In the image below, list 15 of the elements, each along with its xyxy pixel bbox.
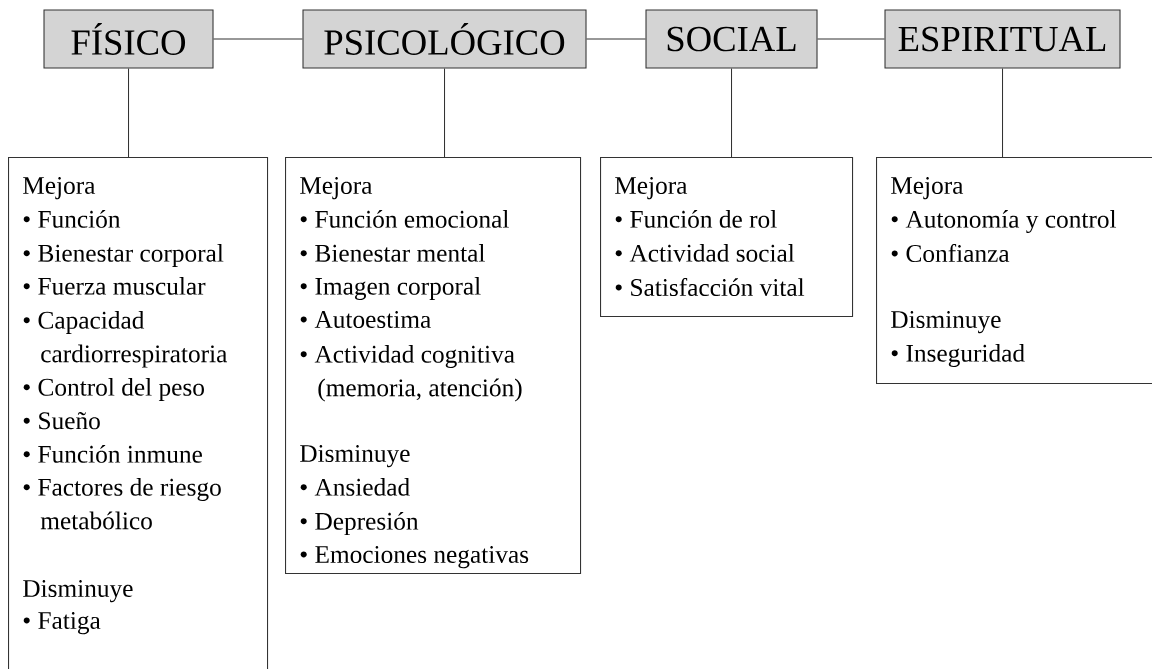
connector-line bbox=[127, 68, 130, 158]
category-box: SOCIAL bbox=[645, 9, 818, 69]
text-box: Mejora • Función emocional • Bienestar mental • Imagen corporal • Autoestima • Actividad cognitiva (memoria, atención) Disminuye • Ansiedad • Depresión • Emociones negativas bbox=[285, 157, 582, 575]
text-box: Mejora • Autonomía y control • Confianza Disminuye • Inseguridad bbox=[876, 157, 1152, 385]
text-box: Mejora • Función • Bienestar corporal • Fuerza muscular • Capacidad cardiorrespiratoria • Control del peso • Sueño • Función inmune • Factores de riesgo metabólico Disminuye • Fatiga bbox=[8, 157, 269, 669]
text-box: Mejora • Función de rol • Actividad social • Satisfacción vital bbox=[600, 157, 854, 318]
category-box: PSICOLÓGICO bbox=[302, 9, 587, 69]
connector-line bbox=[817, 38, 885, 40]
connector-line bbox=[443, 68, 446, 158]
category-box: FÍSICO bbox=[43, 9, 214, 69]
connector-line bbox=[730, 68, 733, 158]
category-box: ESPIRITUAL bbox=[884, 9, 1121, 69]
connector-line bbox=[1001, 68, 1004, 158]
connector-line bbox=[586, 38, 646, 40]
connector-line bbox=[213, 38, 303, 40]
